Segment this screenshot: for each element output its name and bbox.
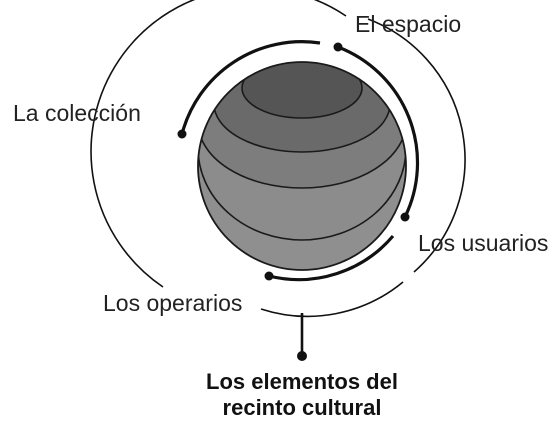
- dot-space: [333, 42, 343, 52]
- dot-users: [400, 212, 410, 222]
- inner-ring-arc-top: [337, 45, 420, 218]
- outer-ring: [90, 0, 466, 318]
- dot-operators: [264, 271, 274, 281]
- inner-ring-arc-left: [180, 40, 321, 135]
- label-los-operarios: Los operarios: [103, 290, 242, 316]
- dot-collection: [177, 129, 187, 139]
- outer-ring-arc-left: [90, 0, 347, 288]
- label-el-espacio: El espacio: [355, 11, 461, 37]
- inner-ring-arc-bottom: [268, 234, 395, 282]
- label-la-coleccion: La colección: [13, 100, 141, 126]
- sphere-outline: [197, 61, 407, 271]
- title-connector-dot: [297, 351, 307, 361]
- outer-ring-arc-bottom: [260, 281, 404, 318]
- sphere: [197, 61, 407, 271]
- sphere-layer-top: [241, 62, 363, 119]
- inner-ring: [180, 40, 420, 282]
- label-los-usuarios: Los usuarios: [418, 230, 548, 256]
- outer-ring-arc-right: [367, 18, 466, 273]
- ring-dots: [177, 42, 410, 281]
- diagram-title-line-2: recinto cultural: [223, 395, 382, 420]
- diagram-title-line-1: Los elementos del: [206, 369, 398, 394]
